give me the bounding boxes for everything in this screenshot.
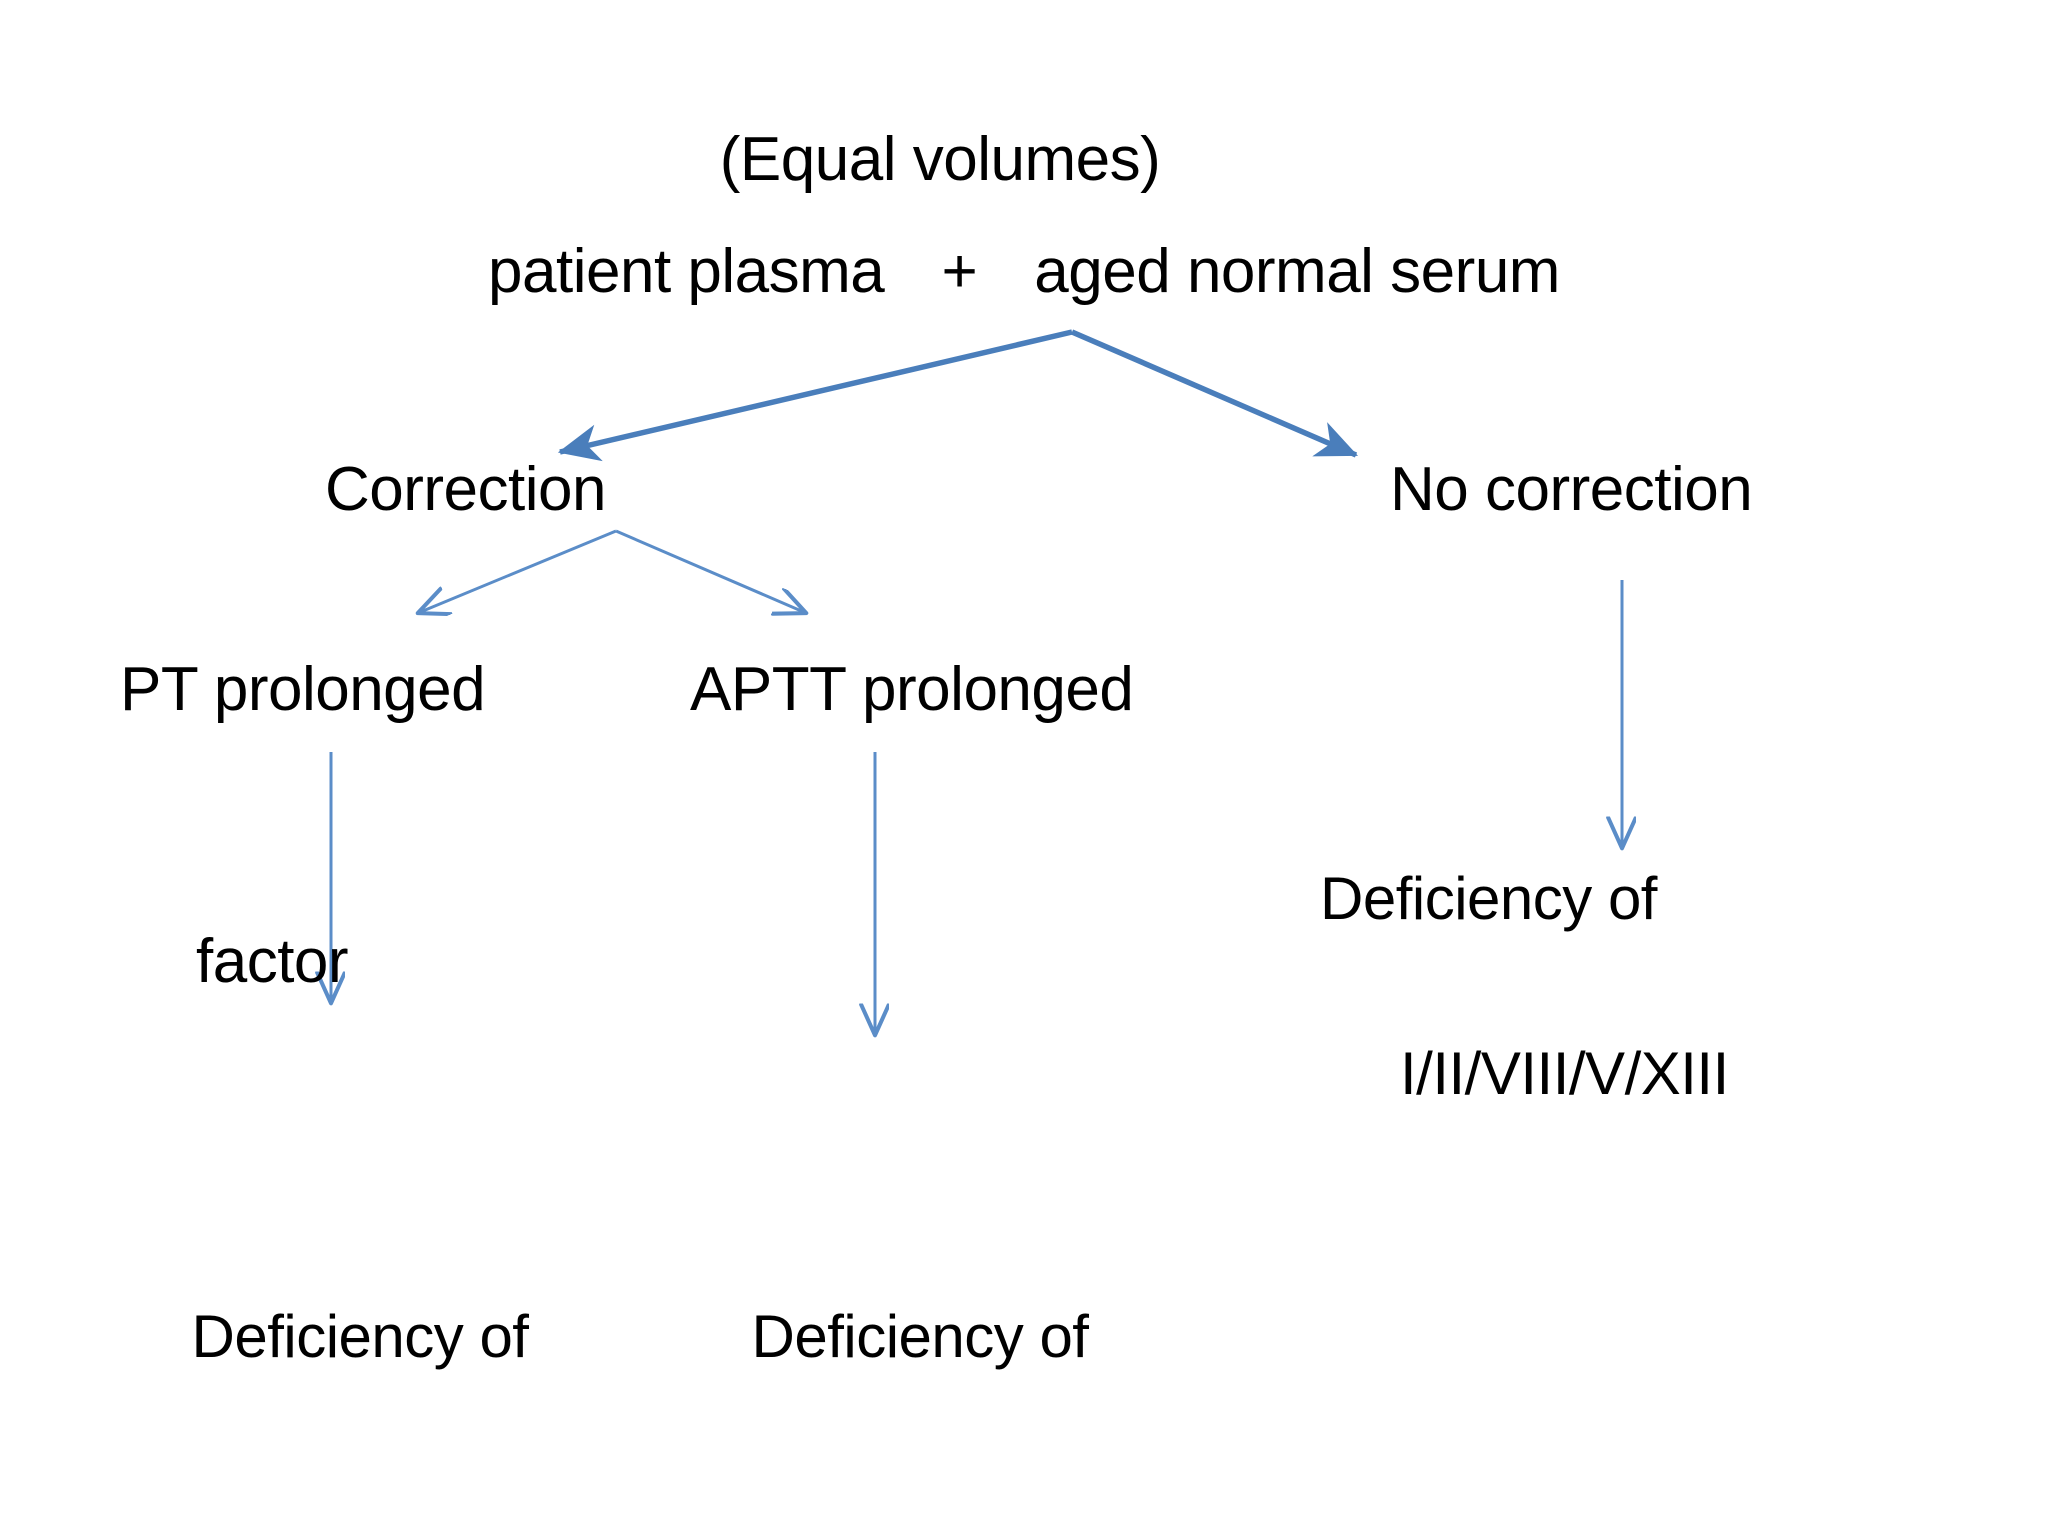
edge-correction-to-pt bbox=[418, 529, 617, 613]
equal-volumes-note: (Equal volumes) bbox=[719, 125, 1161, 194]
node-pt-prolonged: PT prolonged bbox=[120, 655, 486, 724]
edge-root-to-correction bbox=[557, 329, 1073, 462]
outcome-right-line1: Deficiency of bbox=[1320, 865, 1657, 932]
outcome-left: Deficiency of factor VII/X bbox=[60, 1145, 660, 1536]
outcome-middle: Deficiency of factor IX/X/XI/XII bbox=[620, 1145, 1220, 1536]
stray-factor-label: factor bbox=[196, 927, 349, 996]
outcome-middle-line2: factor bbox=[620, 1529, 1220, 1536]
outcome-middle-line1: Deficiency of bbox=[751, 1302, 1089, 1370]
outcome-left-line1: Deficiency of bbox=[191, 1302, 529, 1370]
outcome-right-line2: I/II/VIII/V/XIII bbox=[1400, 1040, 1729, 1107]
node-correction: Correction bbox=[325, 455, 607, 524]
edge-correction-to-aptt bbox=[615, 529, 806, 613]
plus-operator: + bbox=[941, 237, 978, 306]
outcome-left-line2: factor bbox=[60, 1529, 660, 1536]
patient-plasma-label: patient plasma bbox=[488, 237, 885, 306]
aged-normal-serum-label: aged normal serum bbox=[1034, 237, 1560, 306]
edge-root-to-no-correction bbox=[1070, 329, 1359, 458]
node-aptt-prolonged: APTT prolonged bbox=[690, 655, 1134, 724]
node-no-correction: No correction bbox=[1390, 455, 1753, 524]
root-mixing-statement: patient plasma + aged normal serum bbox=[0, 237, 2048, 306]
